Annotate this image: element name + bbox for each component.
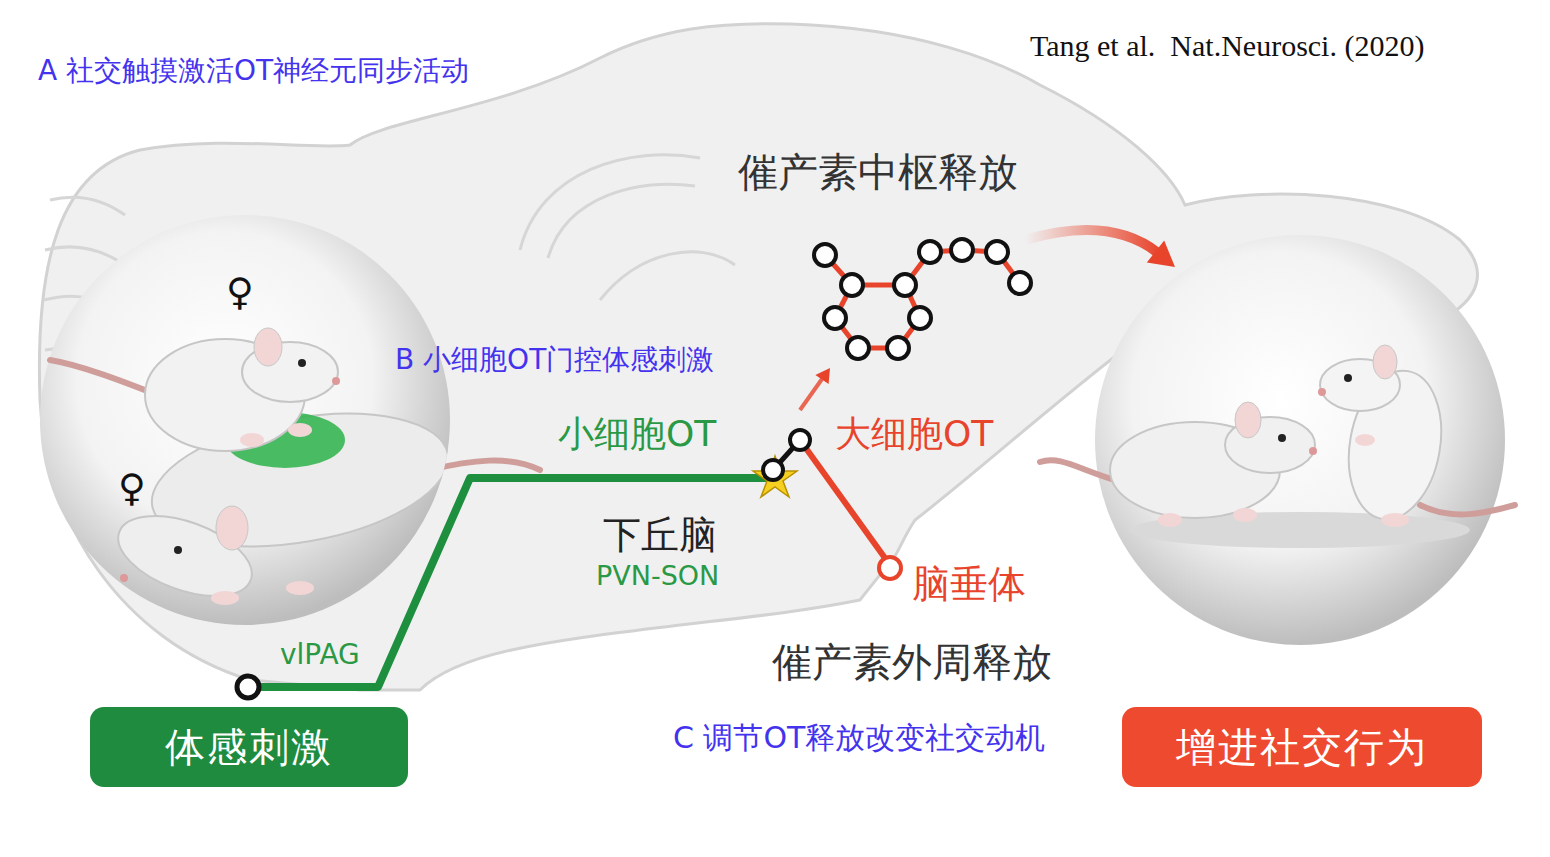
rat-eye (174, 546, 182, 554)
text-label: 催产素外周释放 (772, 639, 1052, 685)
text-label: vlPAG (280, 638, 360, 671)
effect-arrow (1025, 230, 1158, 253)
atom (909, 307, 931, 329)
neuron-dot (790, 430, 810, 450)
box-text: 体感刺激 (165, 723, 333, 771)
rat-paw (1381, 513, 1409, 527)
atom (919, 241, 941, 263)
text-label: 大细胞OT (835, 413, 993, 454)
process-box: 体感刺激 (90, 707, 408, 787)
vlpag-dot (237, 676, 259, 698)
text-label: ♀ (226, 270, 254, 314)
neuron-dot (763, 460, 783, 480)
rat-paw (286, 581, 314, 595)
label-holder: C 调节OT释放改变社交动机 (673, 720, 1045, 756)
box-text: 增进社交行为 (1176, 723, 1428, 771)
rat-eye (298, 359, 306, 367)
scene-circle (1095, 235, 1505, 645)
cerebellum-fold (45, 247, 120, 262)
rat-ear (216, 506, 248, 550)
rat-ear (1373, 345, 1397, 379)
rat-shadow (1130, 512, 1470, 548)
corpus-callosum (548, 184, 695, 258)
label-holder: 催产素外周释放 (772, 638, 1052, 686)
atom (986, 241, 1008, 263)
rat-tail (430, 461, 540, 470)
rat-eye (1278, 434, 1286, 442)
text-label: 脑垂体 (912, 562, 1026, 606)
rat-head (108, 500, 263, 612)
text-label: PVN-SON (596, 560, 719, 591)
effect-arrowhead (1147, 241, 1175, 267)
rat-nose (1318, 388, 1326, 396)
magnocellular-pathway (800, 440, 890, 565)
rat-paw (1158, 513, 1182, 527)
text-label: Tang et al. Nat.Neurosci. (2020) (1030, 29, 1424, 62)
text-label: 催产素中枢释放 (738, 149, 1018, 195)
rat-ear (254, 328, 282, 366)
cerebellum-fold (50, 197, 125, 215)
rat-nose (1309, 447, 1317, 455)
label-holder: A 社交触摸激活OT神经元同步活动 (38, 54, 469, 88)
atom (847, 337, 869, 359)
process-box: 增进社交行为 (1122, 707, 1482, 787)
text-label: A 社交触摸激活OT神经元同步活动 (38, 54, 469, 87)
hippocampus (600, 252, 735, 300)
atom (841, 274, 863, 296)
label-holder: ♀ (226, 270, 254, 316)
atom (1009, 272, 1031, 294)
corpus-callosum (520, 155, 700, 250)
rat-paw (211, 591, 239, 605)
rat-tail (1420, 505, 1515, 514)
atom (887, 337, 909, 359)
label-holder: 下丘脑 (603, 513, 717, 559)
text-label: 下丘脑 (603, 513, 717, 557)
rat-eye (1344, 374, 1352, 382)
release-arrowhead (815, 368, 830, 384)
rat-nose (120, 574, 128, 582)
rat-paw (288, 423, 312, 437)
label-holder: 大细胞OT (835, 412, 993, 455)
somatosensory-pathway (248, 478, 775, 687)
release-arrow (800, 379, 822, 410)
rat-paw (1355, 434, 1375, 446)
pituitary-dot (879, 557, 901, 579)
label-holder: vlPAG (280, 638, 360, 672)
text-label: ♀ (118, 466, 146, 510)
text-label: B 小细胞OT门控体感刺激 (395, 343, 714, 376)
oxytocin-molecule (825, 250, 1020, 348)
rat-pair (1110, 345, 1470, 548)
rat-tail (1040, 460, 1115, 480)
label-holder: ♀ (118, 466, 146, 512)
label-holder: PVN-SON (596, 560, 719, 592)
text-label: 小细胞OT (558, 413, 716, 454)
rat-nose (332, 377, 340, 385)
label-holder: 脑垂体 (912, 562, 1026, 608)
label-holder: B 小细胞OT门控体感刺激 (395, 343, 714, 377)
rat-paw (240, 433, 264, 447)
rat-ear (1235, 402, 1261, 438)
oxytocin-atoms (814, 239, 1031, 359)
label-holder: 小细胞OT (558, 412, 716, 455)
label-holder: Tang et al. Nat.Neurosci. (2020) (1030, 28, 1424, 64)
atom (894, 274, 916, 296)
rat-paw (1233, 508, 1257, 522)
atom (951, 239, 973, 261)
atom (824, 307, 846, 329)
atom (814, 244, 836, 266)
junction-star (753, 456, 797, 497)
text-label: C 调节OT释放改变社交动机 (673, 720, 1045, 755)
label-holder: 催产素中枢释放 (738, 148, 1018, 196)
